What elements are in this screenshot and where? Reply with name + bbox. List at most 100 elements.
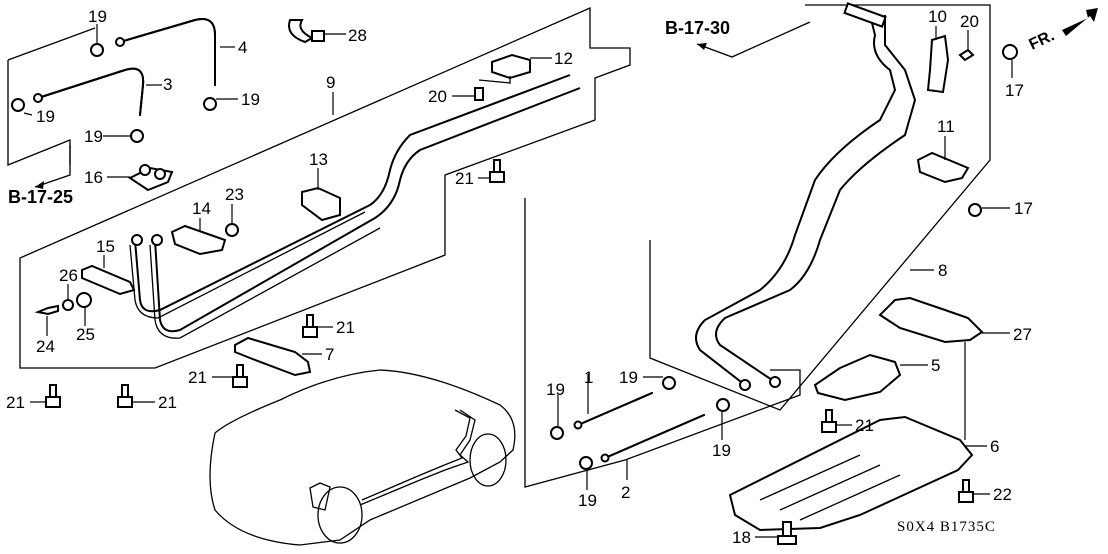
- callout-19[interactable]: 19: [712, 441, 731, 460]
- bolt-21-a[interactable]: [478, 159, 505, 183]
- frame-part-8: [649, 4, 991, 411]
- callout-8[interactable]: 8: [938, 261, 947, 280]
- hose-clamp-19-d[interactable]: [130, 129, 144, 143]
- callout-20[interactable]: 20: [428, 87, 447, 106]
- group-frames: [7, 4, 991, 488]
- callout-5[interactable]: 5: [931, 356, 940, 375]
- skid-plate-6[interactable]: [728, 415, 987, 532]
- callout-6[interactable]: 6: [990, 437, 999, 456]
- callout-19[interactable]: 19: [36, 107, 55, 126]
- callout-21[interactable]: 21: [6, 393, 25, 412]
- nut-23[interactable]: [225, 204, 239, 237]
- callout-21[interactable]: 21: [188, 368, 207, 387]
- callout-21[interactable]: 21: [455, 169, 474, 188]
- bolt-21-d[interactable]: [30, 384, 61, 408]
- reference-b-17-30-leader: [696, 21, 811, 58]
- bolt-21-c[interactable]: [212, 364, 248, 388]
- callout-21[interactable]: 21: [158, 393, 177, 412]
- grommet-16[interactable]: [107, 164, 174, 192]
- callout-3[interactable]: 3: [163, 75, 172, 94]
- bolt-21-b[interactable]: [302, 314, 333, 338]
- callout-19[interactable]: 19: [84, 127, 103, 146]
- hose-clamp-19-b[interactable]: [11, 98, 25, 112]
- bolt-21-e[interactable]: [117, 384, 155, 408]
- reference-b-17-25-leader: [34, 145, 71, 188]
- callout-1[interactable]: 1: [584, 368, 593, 387]
- callout-23[interactable]: 23: [225, 185, 244, 204]
- heater-pipe-9[interactable]: [129, 74, 581, 339]
- callout-22[interactable]: 22: [993, 485, 1012, 504]
- callout-24[interactable]: 24: [36, 337, 55, 356]
- hose-1[interactable]: [573, 374, 653, 430]
- hose-clamp-19-f[interactable]: [579, 456, 593, 490]
- hose-clamp-19-a[interactable]: [90, 43, 104, 57]
- callout-labels: 19 4 3 28 19 19 19 16 9 12 20 21 13 14 2…: [6, 7, 1033, 547]
- bracket-15[interactable]: [81, 255, 136, 296]
- frame-bracket-16: [7, 27, 96, 61]
- bracket-13[interactable]: [301, 168, 341, 222]
- bolt-24[interactable]: [34, 304, 59, 336]
- bracket-12[interactable]: [491, 53, 552, 80]
- front-arrow-icon: [1062, 8, 1098, 36]
- reference-b-17-25[interactable]: B-17-25: [8, 145, 73, 207]
- callout-9[interactable]: 9: [326, 73, 335, 92]
- callout-18[interactable]: 18: [732, 528, 751, 547]
- callout-19[interactable]: 19: [241, 90, 260, 109]
- front-direction-indicator: FR.: [1027, 8, 1098, 54]
- callout-19[interactable]: 19: [546, 380, 565, 399]
- bracket-7[interactable]: [234, 336, 322, 377]
- callout-13[interactable]: 13: [309, 150, 328, 169]
- hose-clamp-19-h[interactable]: [716, 398, 730, 440]
- callout-25[interactable]: 25: [76, 325, 95, 344]
- bolt-21-f[interactable]: [821, 409, 852, 433]
- hose-clamp-19-e[interactable]: [550, 395, 564, 440]
- callout-16[interactable]: 16: [84, 168, 103, 187]
- hose-clamp-19-c[interactable]: [203, 97, 217, 111]
- bracket-14[interactable]: [170, 218, 227, 256]
- heater-pipe-8[interactable]: [695, 2, 934, 391]
- front-label: FR.: [1027, 27, 1058, 53]
- vehicle-silhouette: [209, 369, 516, 546]
- callout-19[interactable]: 19: [578, 491, 597, 510]
- callout-10[interactable]: 10: [928, 7, 947, 26]
- callout-15[interactable]: 15: [96, 237, 115, 256]
- washer-26[interactable]: [62, 284, 74, 311]
- callout-17[interactable]: 17: [1014, 199, 1033, 218]
- callout-14[interactable]: 14: [192, 199, 211, 218]
- reference-b-17-30[interactable]: B-17-30: [665, 18, 811, 58]
- hose-3[interactable]: [33, 67, 145, 116]
- hose-4[interactable]: [115, 18, 216, 86]
- callout-7[interactable]: 7: [325, 345, 334, 364]
- clamp-5[interactable]: [813, 353, 928, 402]
- callout-27[interactable]: 27: [1013, 325, 1032, 344]
- hose-clamp-19-g[interactable]: [643, 376, 676, 390]
- clip-nut-17-a[interactable]: [1002, 44, 1018, 78]
- clamp-28[interactable]: [288, 19, 346, 44]
- callout-17[interactable]: 17: [1005, 81, 1024, 100]
- bracket-11[interactable]: [916, 136, 970, 184]
- hose-2[interactable]: [600, 414, 705, 480]
- frame-hoses-1-2: [524, 198, 801, 488]
- reference-b-17-30-text[interactable]: B-17-30: [665, 18, 730, 38]
- callout-19[interactable]: 19: [619, 368, 638, 387]
- clip-18[interactable]: [755, 521, 797, 545]
- bracket-10[interactable]: [926, 26, 950, 94]
- clip-nut-17-b[interactable]: [968, 203, 1010, 217]
- callout-2[interactable]: 2: [621, 483, 630, 502]
- callout-26[interactable]: 26: [59, 266, 78, 285]
- callout-21[interactable]: 21: [855, 416, 874, 435]
- guard-27[interactable]: [878, 296, 1010, 440]
- callout-20[interactable]: 20: [960, 12, 979, 31]
- reference-b-17-25-text[interactable]: B-17-25: [8, 187, 73, 207]
- screw-20-b[interactable]: [958, 30, 975, 62]
- callout-21[interactable]: 21: [336, 318, 355, 337]
- callout-19[interactable]: 19: [88, 7, 107, 26]
- callout-12[interactable]: 12: [554, 49, 573, 68]
- callout-4[interactable]: 4: [238, 38, 247, 57]
- screw-20-a[interactable]: [452, 76, 511, 101]
- callout-28[interactable]: 28: [348, 26, 367, 45]
- bolt-22[interactable]: [958, 479, 990, 503]
- callout-11[interactable]: 11: [937, 117, 955, 136]
- leader-19-b: [23, 112, 33, 116]
- washer-25[interactable]: [76, 292, 92, 326]
